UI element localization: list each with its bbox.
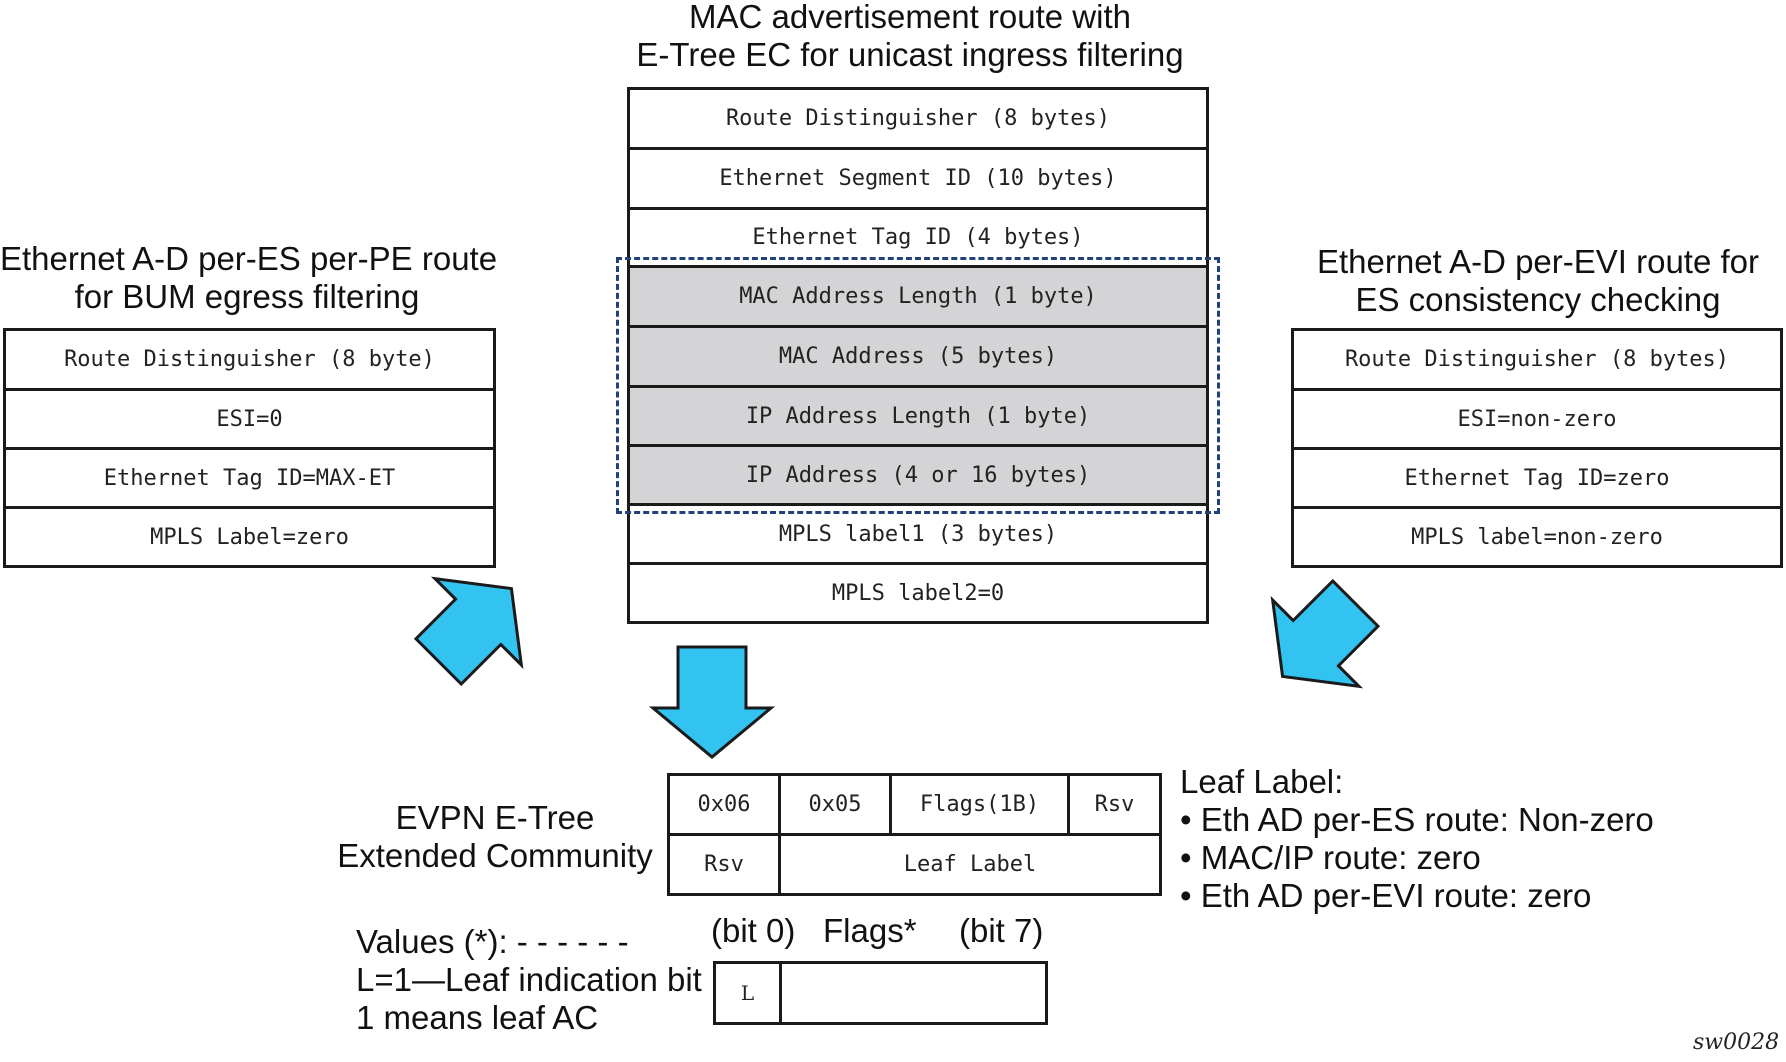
mac-route-row: MPLS label2=0 (627, 562, 1209, 624)
flags-table: L (713, 961, 1048, 1025)
values-note: Values (*): - - - - - - L=1—Leaf indicat… (356, 923, 702, 1037)
center-title: MAC advertisement route with E-Tree EC f… (580, 0, 1240, 74)
right-title: Ethernet A-D per-EVI route for ES consis… (1290, 243, 1786, 319)
down-right-arrow-icon (413, 576, 524, 687)
values-note-line2: L=1—Leaf indication bit (356, 961, 702, 998)
ad-per-evi-row: Route Distinguisher (8 bytes) (1291, 328, 1783, 391)
leaf-label-list: Leaf Label: • Eth AD per-ES route: Non-z… (1180, 763, 1654, 915)
leaf-label-item: • Eth AD per-ES route: Non-zero (1180, 801, 1654, 838)
mac-route-row-shaded: IP Address (4 or 16 bytes) (627, 444, 1209, 506)
mac-route-row-shaded: MAC Address (5 bytes) (627, 325, 1209, 388)
left-title: Ethernet A-D per-ES per-PE route for BUM… (0, 240, 498, 316)
community-label: EVPN E-Tree Extended Community (335, 799, 655, 875)
ad-per-es-row: MPLS Label=zero (3, 506, 496, 568)
ad-per-es-table: Route Distinguisher (8 byte) ESI=0 Ether… (3, 328, 496, 568)
figure-id: sw0028 (1693, 1030, 1780, 1055)
mac-route-row-shaded: IP Address Length (1 byte) (627, 385, 1209, 447)
center-title-line2: E-Tree EC for unicast ingress filtering (636, 36, 1184, 73)
ad-per-evi-row: ESI=non-zero (1291, 388, 1783, 450)
left-title-line2: for BUM egress filtering (74, 278, 420, 315)
community-label-line2: Extended Community (337, 837, 653, 874)
community-cell-type: 0x06 (667, 773, 781, 836)
community-table: 0x06 0x05 Flags(1B) Rsv Rsv Leaf Label (667, 773, 1162, 896)
mac-route-row: Ethernet Segment ID (10 bytes) (627, 147, 1209, 210)
mac-route-row-shaded: MAC Address Length (1 byte) (627, 265, 1209, 328)
flags-cell-l: L (713, 961, 782, 1025)
ad-per-evi-row: Ethernet Tag ID=zero (1291, 447, 1783, 509)
right-title-line1: Ethernet A-D per-EVI route for (1316, 243, 1760, 280)
ad-per-es-row: Ethernet Tag ID=MAX-ET (3, 447, 496, 509)
mac-route-row: Route Distinguisher (8 bytes) (627, 87, 1209, 150)
ad-per-evi-table: Route Distinguisher (8 bytes) ESI=non-ze… (1291, 328, 1783, 568)
community-cell-leaf-label: Leaf Label (778, 833, 1162, 896)
leaf-label-item: • MAC/IP route: zero (1180, 839, 1481, 876)
right-title-line2: ES consistency checking (1355, 281, 1721, 318)
values-note-line3: 1 means leaf AC (356, 999, 599, 1036)
center-title-line1: MAC advertisement route with (688, 0, 1131, 35)
values-note-line1: Values (*): - - - - - - (356, 923, 629, 960)
community-cell-flags: Flags(1B) (889, 773, 1070, 836)
ad-per-evi-row: MPLS label=non-zero (1291, 506, 1783, 568)
left-title-line1: Ethernet A-D per-ES per-PE route (0, 240, 498, 277)
flags-bit7-label: (bit 7) (959, 912, 1044, 949)
leaf-label-item: • Eth AD per-EVI route: zero (1180, 877, 1592, 914)
leaf-label-heading: Leaf Label: (1180, 763, 1344, 800)
community-label-line1: EVPN E-Tree (395, 799, 595, 836)
down-arrow-icon (648, 645, 776, 759)
community-cell-rsv: Rsv (1067, 773, 1162, 836)
community-cell-subtype: 0x05 (778, 773, 892, 836)
ad-per-es-row: ESI=0 (3, 388, 496, 450)
flags-bit0-label: (bit 0) (711, 912, 796, 949)
ad-per-es-row: Route Distinguisher (8 byte) (3, 328, 496, 391)
community-cell-rsv2: Rsv (667, 833, 781, 896)
flags-cell-empty (779, 961, 1048, 1025)
flags-title: Flags* (823, 912, 917, 949)
down-left-arrow-icon (1270, 578, 1381, 689)
